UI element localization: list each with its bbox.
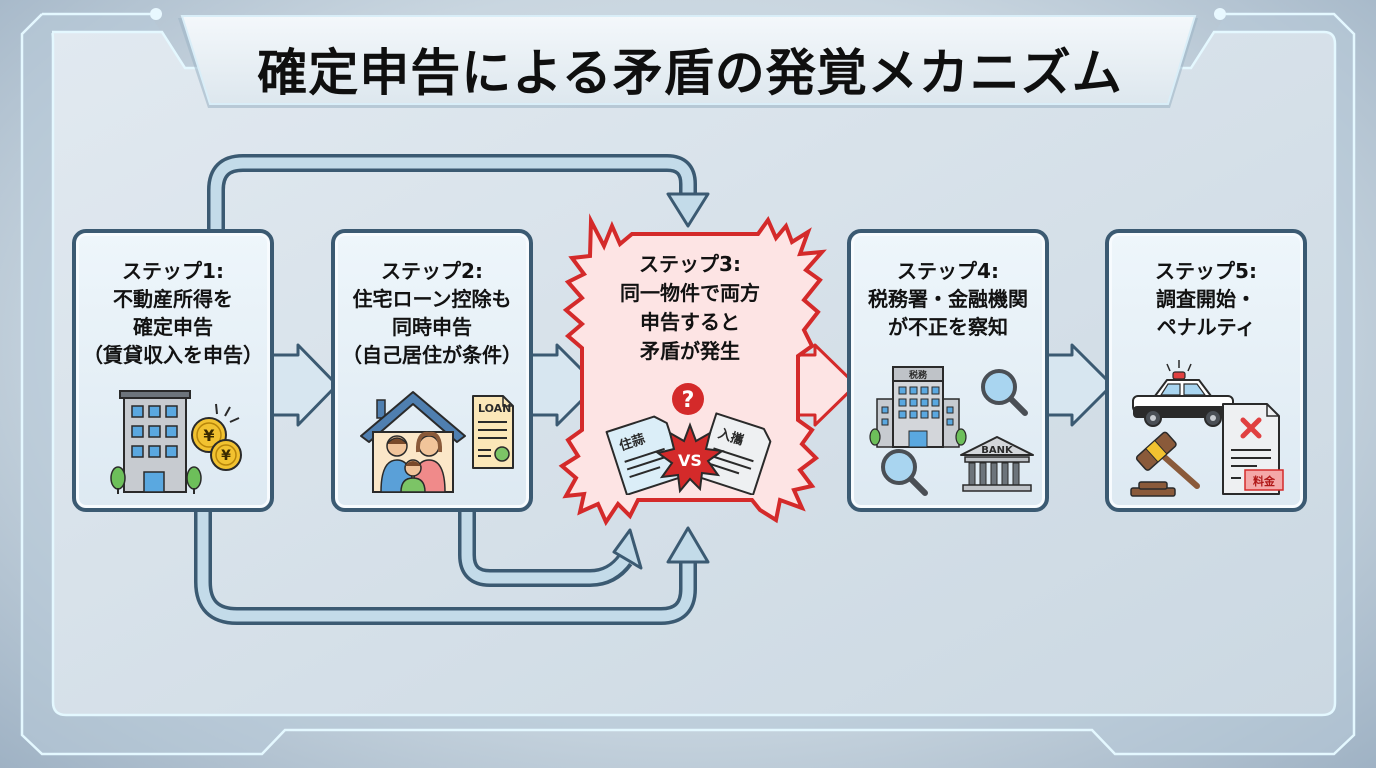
step-4-line-2: が不正を察知 <box>888 315 1008 339</box>
gavel-icon <box>1130 431 1200 497</box>
step-5-heading: ステップ5: <box>1155 259 1257 283</box>
svg-text:¥: ¥ <box>203 426 214 445</box>
family-house-icon: LOAN <box>360 391 514 493</box>
step-3-line-2: 申告すると <box>640 310 740 334</box>
svg-text:料金: 料金 <box>1253 474 1276 488</box>
tax-office-building-icon: 税務 BANK <box>869 366 1034 496</box>
step-4-card: ステップ4: 税務署・金融機関 が不正を察知 税務 BANK <box>847 229 1049 512</box>
step-1-line-2: 確定申告 <box>133 315 213 339</box>
step-1-card: ステップ1: 不動産所得を 確定申告 （賃貸収入を申告） ¥ ¥ <box>72 229 274 512</box>
svg-text:?: ? <box>682 388 695 413</box>
loan-document-icon: LOAN <box>472 395 514 469</box>
fine-document-icon: 料金 <box>1222 403 1284 495</box>
page-title: 確定申告による矛盾の発覚メカニズム <box>257 44 1123 102</box>
bank-icon: BANK <box>960 436 1034 492</box>
svg-text:LOAN: LOAN <box>478 402 511 415</box>
step-4-heading: ステップ4: <box>897 259 999 283</box>
svg-text:¥: ¥ <box>221 448 231 464</box>
svg-text:BANK: BANK <box>981 445 1014 456</box>
document-conflict-icon: ? 住蒜 入攜 VS <box>605 383 772 495</box>
svg-text:税務: 税務 <box>909 369 928 381</box>
question-mark-icon: ? <box>672 383 704 415</box>
step-5-card: ステップ5: 調査開始・ ペナルティ <box>1105 229 1307 512</box>
step-5-line-2: ペナルティ <box>1156 315 1256 339</box>
magnifier-icon <box>981 369 1028 416</box>
top-loop-arrow <box>207 154 710 229</box>
yen-coins-icon: ¥ ¥ <box>191 403 242 471</box>
svg-text:住蒜: 住蒜 <box>617 431 647 454</box>
step-5-line-1: 調査開始・ <box>1156 287 1256 311</box>
svg-text:VS: VS <box>678 451 702 470</box>
bottom-short-loop-arrow <box>458 511 643 587</box>
apartment-building-icon: ¥ ¥ <box>110 390 242 494</box>
vs-burst-icon: VS <box>655 422 725 494</box>
step-2-card: ステップ2: 住宅ローン控除も 同時申告 （自己居住が条件） LOAN <box>331 229 533 512</box>
bottom-long-loop-arrow <box>194 511 710 625</box>
step-3-heading: ステップ3: <box>639 252 741 276</box>
step-1-line-1: 不動産所得を <box>113 287 233 311</box>
step-3-line-3: 矛盾が発生 <box>640 339 740 363</box>
step-2-line-3: （自己居住が条件） <box>342 343 522 367</box>
step-2-line-1: 住宅ローン控除も <box>352 287 512 311</box>
step-2-heading: ステップ2: <box>381 259 483 283</box>
svg-text:入攜: 入攜 <box>716 425 746 448</box>
step-1-line-3: （賃貸収入を申告） <box>83 343 263 367</box>
magnifier-icon-2 <box>881 449 928 496</box>
step-3-line-1: 同一物件で両方 <box>620 281 760 305</box>
step-2-line-2: 同時申告 <box>392 315 472 339</box>
step-3-text: ステップ3: 同一物件で両方 申告すると 矛盾が発生 <box>590 250 790 366</box>
step-4-line-1: 税務署・金融機関 <box>868 287 1028 311</box>
police-car-icon: 料金 <box>1130 360 1284 497</box>
arrow-step4-to-step5 <box>1044 343 1114 427</box>
step-1-heading: ステップ1: <box>122 259 224 283</box>
